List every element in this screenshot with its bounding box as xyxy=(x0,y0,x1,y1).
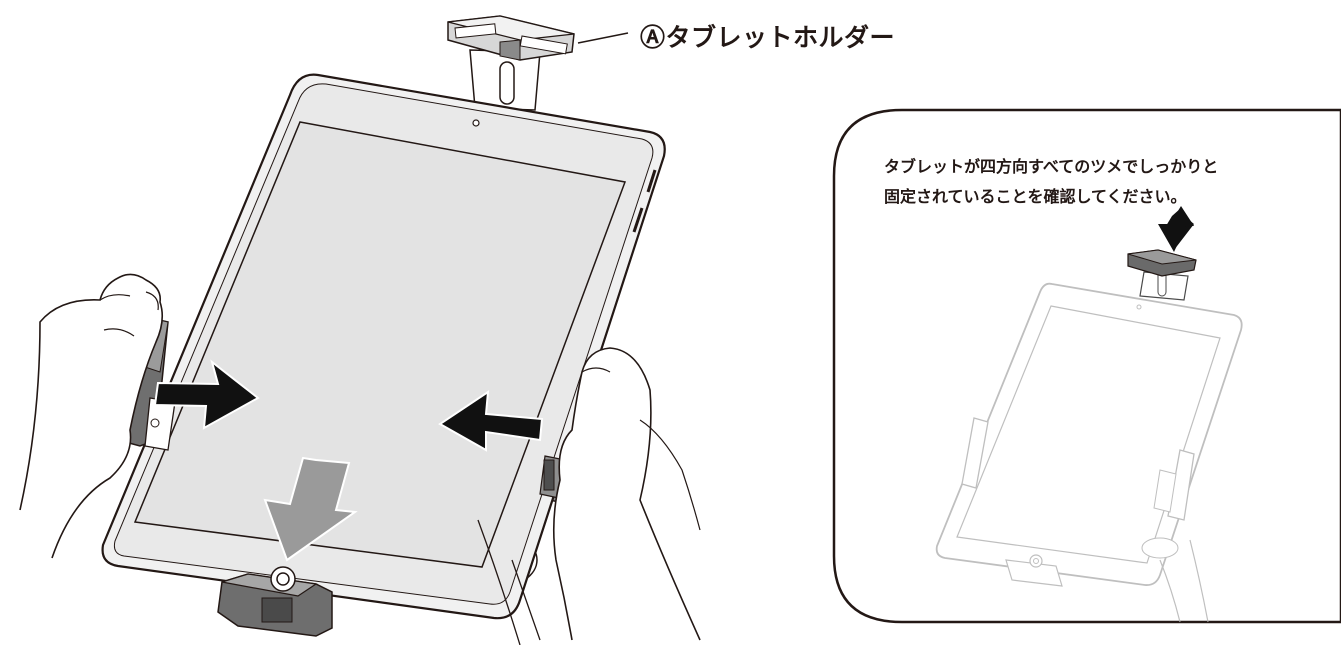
panel-top-holder xyxy=(1127,249,1197,301)
hand-illustration-right xyxy=(552,347,701,641)
callout-symbol: Ⓐ xyxy=(640,23,666,52)
top-holder xyxy=(447,15,575,111)
panel-instruction-line-2: 固定されていることを確認してください。 xyxy=(884,187,1187,206)
callout-text: タブレットホルダー xyxy=(665,23,896,52)
panel-arrow-head xyxy=(1158,206,1194,252)
panel-tablet-illustration xyxy=(935,282,1243,623)
hand-illustration-left xyxy=(19,273,164,559)
arrow-right-icon xyxy=(153,359,260,430)
main-illustration xyxy=(19,15,701,646)
arrow-down-icon xyxy=(263,456,358,562)
arrow-left-icon xyxy=(438,390,544,452)
tablet-illustration xyxy=(101,73,666,620)
panel-instruction-line-1: タブレットが四方向すべてのツメでしっかりと xyxy=(884,157,1219,176)
callout-leader-line xyxy=(577,32,629,44)
verification-panel xyxy=(832,108,1341,624)
panel-instruction: タブレットが四方向すべてのツメでしっかりと 固定されていることを確認してください… xyxy=(884,152,1314,212)
bottom-holder xyxy=(217,566,333,637)
callout-label: Ⓐタブレットホルダー xyxy=(640,18,895,54)
